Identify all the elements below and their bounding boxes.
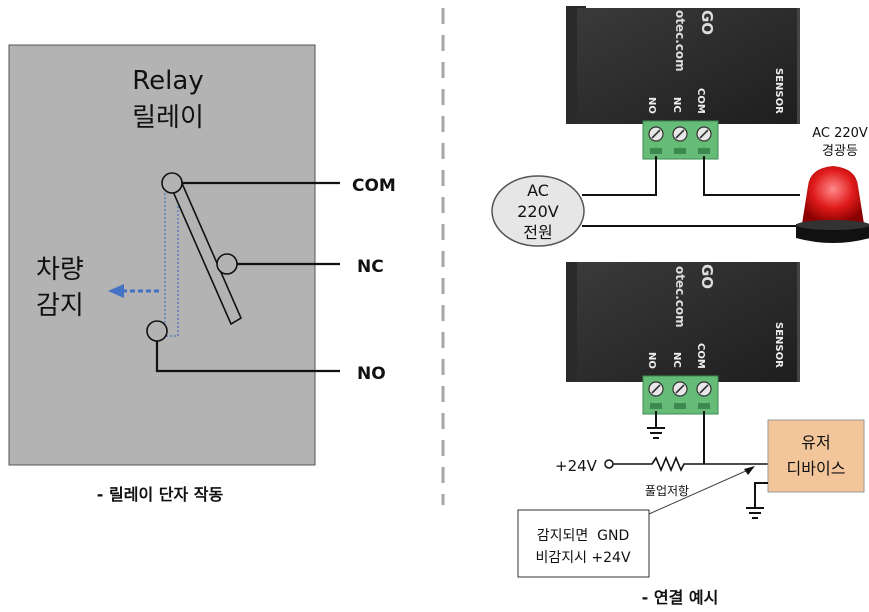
- note-line2: 비감지시 +24V: [535, 550, 631, 566]
- no-contact: [146, 320, 168, 342]
- nc-label: NC: [357, 257, 384, 277]
- terminal-com-label-bottom: COM: [695, 343, 706, 369]
- power-line3: 전원: [523, 223, 552, 242]
- lamp-line2: 경광등: [822, 144, 858, 159]
- lamp-line1: AC 220V: [812, 126, 868, 141]
- voltage-label: +24V: [555, 457, 598, 475]
- note-line1: 감지되면 GND: [537, 528, 630, 544]
- terminal-nc-label-bottom: NC: [671, 352, 682, 368]
- terminal-com-label-top: COM: [695, 88, 706, 114]
- relay-title-en: Relay: [132, 66, 203, 96]
- terminal-nc-label-top: NC: [671, 97, 682, 113]
- power-line1: AC: [527, 181, 549, 200]
- no-wire: [155, 332, 340, 373]
- vehicle-detect-line2: 감지: [36, 291, 84, 321]
- warning-lamp: AC 220V 경광등: [796, 126, 869, 243]
- terminal-no-label-bottom: NO: [646, 352, 657, 369]
- note-pointer-head: [744, 466, 755, 475]
- relay-caption: - 릴레이 단자 작동: [97, 485, 224, 504]
- ground-symbol-user: [746, 482, 768, 519]
- voltage-terminal: [604, 459, 614, 469]
- vehicle-detect-line1: 차량: [36, 255, 84, 285]
- wire-com-to-lamp: [703, 156, 800, 196]
- com-contact: [161, 172, 183, 194]
- no-label: NO: [357, 364, 386, 384]
- relay-panel: Relay 릴레이 차량 감지: [8, 44, 340, 466]
- note-box: [517, 509, 650, 578]
- resistor-label: 풀업저항: [645, 484, 689, 498]
- pullup-resistor: [613, 455, 768, 473]
- user-device-box: 유저 디바이스: [767, 419, 865, 493]
- device-website-top: otec.com: [673, 10, 687, 72]
- example-caption: - 연결 예시: [642, 588, 719, 607]
- com-label: COM: [352, 176, 396, 196]
- relay-title-ko: 릴레이: [132, 103, 204, 133]
- detect-arrow-head: [108, 284, 124, 298]
- device-website-bottom: otec.com: [673, 266, 687, 328]
- ground-symbol-no: [647, 411, 665, 439]
- user-device-line2: 디바이스: [787, 459, 846, 478]
- note-pointer: [639, 469, 749, 519]
- device-logo-bottom: GO: [698, 264, 716, 289]
- nc-contact: [216, 253, 238, 275]
- sensor-label-top: SENSOR: [773, 68, 784, 114]
- power-line2: 220V: [517, 202, 559, 221]
- relay-device-top: otec.com GO NO NC COM SENSOR: [566, 6, 800, 160]
- device-logo-top: GO: [698, 10, 716, 35]
- user-device-line1: 유저: [801, 433, 830, 452]
- relay-device-bottom: otec.com GO NO NC COM SENSOR: [566, 262, 800, 415]
- sensor-label-bottom: SENSOR: [773, 322, 784, 368]
- ac-power-source: AC 220V 전원: [491, 175, 585, 247]
- contact-travel-path: [164, 193, 179, 337]
- relay-box: [8, 44, 316, 466]
- terminal-no-label-top: NO: [646, 97, 657, 114]
- wire-nc-to-power: [582, 156, 657, 196]
